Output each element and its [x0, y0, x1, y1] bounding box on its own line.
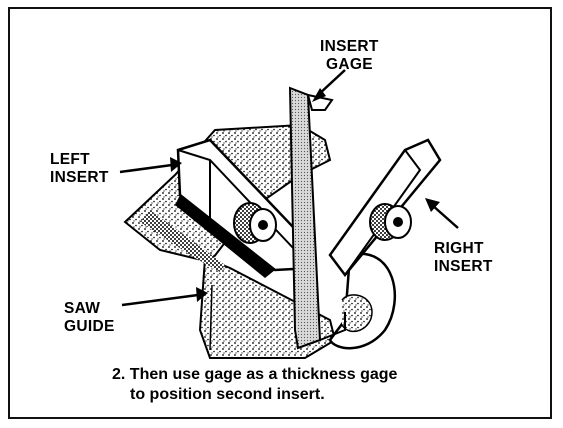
caption-line-2: to position second insert.	[130, 386, 325, 403]
left-clamp-screw	[233, 202, 277, 244]
figure-caption: 2. Then use gage as a thickness gage to …	[112, 365, 397, 405]
label-right-insert: RIGHT INSERT	[434, 240, 493, 276]
label-saw-guide: SAW GUIDE	[64, 300, 115, 336]
label-left-insert-line1: LEFT	[50, 151, 90, 168]
label-insert-gage-line1: INSERT	[320, 38, 379, 55]
label-left-insert: LEFT INSERT	[50, 151, 109, 187]
disc-wheel	[328, 252, 397, 350]
right-clamp-screw	[369, 203, 412, 241]
label-left-insert-line2: INSERT	[50, 169, 109, 186]
label-insert-gage-line2: GAGE	[326, 56, 373, 73]
label-saw-guide-line2: GUIDE	[64, 318, 115, 335]
leader-arrows	[119, 69, 459, 307]
figure-frame	[8, 7, 552, 419]
label-insert-gage: INSERT GAGE	[320, 38, 379, 74]
label-saw-guide-line1: SAW	[64, 300, 101, 317]
insert-gage	[288, 86, 346, 350]
label-right-insert-line1: RIGHT	[434, 240, 484, 257]
caption-line-1: 2. Then use gage as a thickness gage	[112, 366, 398, 383]
label-right-insert-line2: INSERT	[434, 258, 493, 275]
